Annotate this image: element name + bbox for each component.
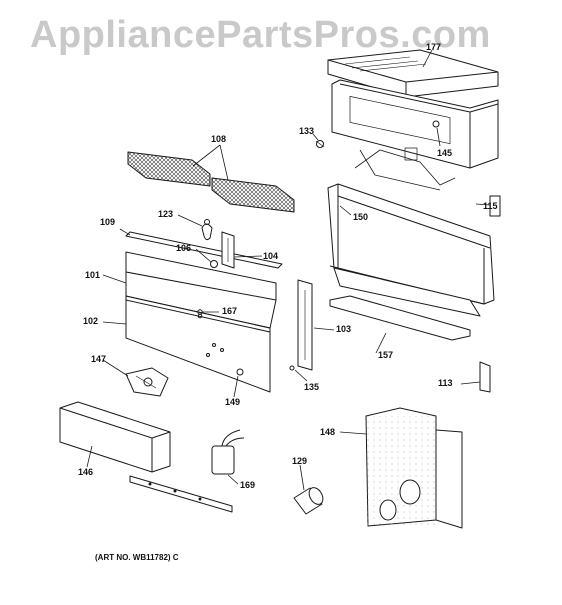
part-115-tab — [489, 195, 501, 217]
callout-177: 177 — [426, 42, 442, 52]
part-157-rail — [329, 295, 471, 341]
part-106-nut — [210, 260, 218, 268]
part-101-102-front-panel — [125, 251, 277, 393]
callout-145: 145 — [437, 148, 453, 158]
part-108-filters — [127, 151, 295, 213]
part-104-bracket — [221, 231, 235, 269]
part-133-screw — [315, 140, 325, 148]
part-169-capacitor — [211, 429, 245, 475]
callout-102: 102 — [83, 316, 99, 326]
callout-101: 101 — [85, 270, 101, 280]
callout-150: 150 — [353, 212, 369, 222]
callout-109: 109 — [100, 217, 116, 227]
callout-149: 149 — [225, 397, 241, 407]
part-113-bracket — [479, 361, 491, 393]
part-123-clip — [201, 219, 213, 241]
callout-169: 169 — [240, 480, 256, 490]
part-150-side-housing — [327, 183, 495, 317]
callout-104: 104 — [263, 251, 279, 261]
callout-133: 133 — [299, 126, 315, 136]
callout-167: 167 — [222, 306, 238, 316]
callout-129: 129 — [292, 456, 308, 466]
leader-lines — [86, 49, 491, 491]
callout-108: 108 — [211, 134, 227, 144]
callout-146: 146 — [78, 467, 94, 477]
watermark: AppliancePartsPros.com — [30, 14, 491, 56]
callout-113: 113 — [438, 378, 453, 388]
callout-115: 115 — [483, 201, 498, 211]
callout-135: 135 — [304, 382, 320, 392]
part-146-duct — [59, 401, 171, 473]
part-147-switch — [125, 367, 169, 397]
part-129-tube — [293, 487, 324, 515]
part-148-blower — [365, 407, 463, 529]
callout-157: 157 — [378, 350, 394, 360]
callout-147: 147 — [91, 354, 107, 364]
part-135-screw — [289, 365, 295, 371]
callout-106: 106 — [176, 243, 192, 253]
mounting-strip — [129, 475, 233, 513]
callout-123: 123 — [158, 209, 174, 219]
part-145-vent-housing — [331, 79, 499, 191]
callout-148: 148 — [320, 427, 336, 437]
part-177-top-cover — [327, 49, 499, 98]
part-103-channel — [297, 279, 313, 371]
callout-103: 103 — [336, 324, 352, 334]
art-number-caption: (ART NO. WB11782) C — [95, 553, 179, 562]
